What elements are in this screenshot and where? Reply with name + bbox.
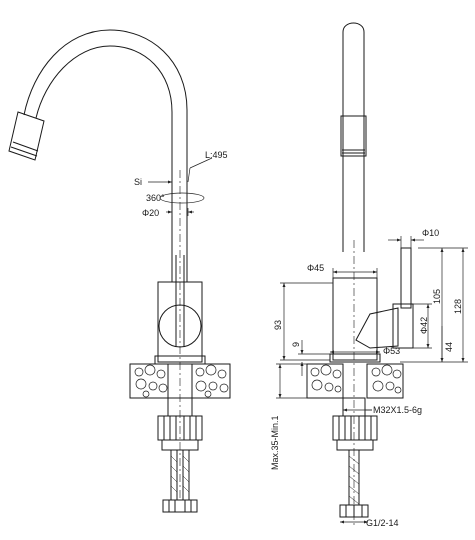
front-view xyxy=(8,29,231,513)
side-base-ring xyxy=(329,353,381,363)
side-handle-base xyxy=(392,303,414,349)
height-base-label: 9 xyxy=(291,342,301,347)
body-diameter-label: Φ42 xyxy=(419,317,429,334)
mount-thickness-label: Max.35-Min.1 xyxy=(270,415,280,470)
front-body xyxy=(157,281,203,363)
rotation-label: 360° xyxy=(146,193,165,203)
spout-length-label: L:495 xyxy=(205,150,228,160)
front-dimensions xyxy=(148,157,213,216)
front-hose-right xyxy=(182,450,190,500)
side-counter-left xyxy=(306,363,344,399)
side-counter-right xyxy=(366,363,404,399)
front-labels: Si L:495 360° Φ20 xyxy=(134,150,228,218)
body-top-diameter-label: Φ45 xyxy=(307,263,324,273)
front-hose-left xyxy=(170,450,178,500)
aerator-nozzle xyxy=(8,111,45,161)
side-hose xyxy=(348,450,360,505)
height-overall-label: 128 xyxy=(453,299,463,314)
front-lever-hub xyxy=(158,304,202,348)
base-diameter-label: Φ53 xyxy=(383,346,400,356)
side-dimensions xyxy=(276,236,468,524)
side-labels: Φ10 Φ45 Φ53 Φ42 105 128 44 93 9 Max.35-M… xyxy=(270,228,463,528)
side-body xyxy=(332,277,378,361)
tube-diameter-label: Φ20 xyxy=(142,208,159,218)
side-spout xyxy=(342,22,365,252)
spout-outer xyxy=(23,29,188,282)
handle-diameter-label: Φ10 xyxy=(422,228,439,238)
height-handle-label: 105 xyxy=(432,289,442,304)
front-hose-fitting xyxy=(162,499,198,513)
height-body-label: 93 xyxy=(273,320,283,330)
front-counter-right xyxy=(191,363,231,399)
side-handle xyxy=(400,247,412,309)
height-outlet-label: 44 xyxy=(444,342,454,352)
side-nut xyxy=(332,415,378,441)
side-lever-block xyxy=(355,307,399,349)
thread-label: M32X1.5-6g xyxy=(373,405,422,415)
material-label: Si xyxy=(134,177,142,187)
front-counter-left xyxy=(129,363,169,399)
hose-thread-label: G1/2-14 xyxy=(366,518,399,528)
side-view xyxy=(306,22,414,525)
front-base-ring xyxy=(154,355,206,365)
spout-inner xyxy=(35,45,173,282)
